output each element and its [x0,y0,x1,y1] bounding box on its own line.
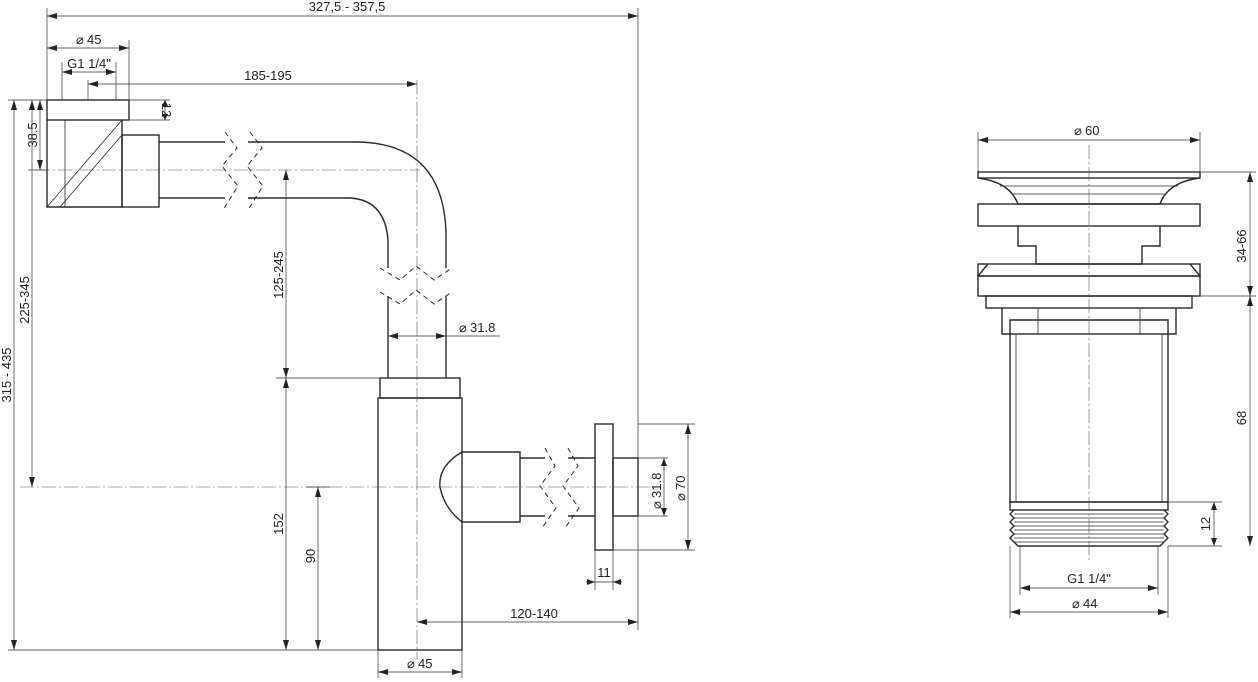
dim-flange-diameter-value: 70 [673,476,688,490]
dim-outlet-height: 90 [303,549,318,563]
drain-dimension-lines [978,137,1253,615]
dim-outlet-pipe-diameter: ⌀ 31.8 [649,473,664,509]
dim-body-diameter-value: 44 [1083,596,1097,611]
vertical-pipe [379,265,453,378]
dim-upper-height: 225-345 [17,276,32,324]
dim-outlet-pipe-diameter-value: 31.8 [649,473,664,498]
dim-trap-height: 152 [271,513,286,535]
dim-horizontal-reach: 185-195 [244,68,292,83]
siphon-side-view: 327,5 - 357,5 ⌀ 45 G1 1/4" 185-195 12 38… [0,0,695,678]
extension-lines [8,8,695,678]
drain-extension-lines [977,132,1256,618]
drain-dimension-labels: ⌀ 60 34-66 68 12 G1 1/4" ⌀ 44 [1067,123,1249,611]
drain-valve-view: ⌀ 60 34-66 68 12 G1 1/4" ⌀ 44 [977,123,1256,618]
dim-flange-diameter: ⌀ 70 [673,476,688,501]
horizontal-pipe [159,131,447,268]
dim-cap-height: 34-66 [1234,229,1249,262]
dimension-labels: 327,5 - 357,5 ⌀ 45 G1 1/4" 185-195 12 38… [0,0,688,671]
dim-elbow-height: 38.5 [25,122,40,147]
dim-outlet-reach: 120-140 [510,606,558,621]
diameter-symbol: ⌀ [459,320,467,335]
diameter-symbol: ⌀ [649,501,664,509]
dim-top-diameter-value: 60 [1085,123,1099,138]
dimension-lines [11,13,691,675]
dim-overall-width: 327,5 - 357,5 [309,0,386,14]
dim-body-diameter: ⌀ 44 [1072,596,1097,611]
dim-nut-height: 12 [159,103,174,117]
diameter-symbol: ⌀ [76,32,84,47]
diameter-symbol: ⌀ [407,656,415,671]
dim-trap-diameter: ⌀ 45 [407,656,432,671]
dim-inlet-diameter: ⌀ 45 [76,32,101,47]
dim-body-height: 68 [1234,411,1249,425]
dim-thread-height: 12 [1198,517,1213,531]
dim-flange-thickness: 11 [597,565,611,580]
dim-total-height: 315 - 435 [0,348,14,403]
diameter-symbol: ⌀ [1072,596,1080,611]
dim-pipe-diameter: ⌀ 31.8 [459,320,495,335]
diameter-symbol: ⌀ [673,493,688,501]
dim-vertical-adjust: 125-245 [271,251,286,299]
dim-thread: G1 1/4" [1067,571,1111,586]
center-lines [20,80,650,660]
dim-top-diameter: ⌀ 60 [1074,123,1099,138]
dim-inlet-thread: G1 1/4" [67,56,111,71]
inlet-elbow [46,99,160,208]
dim-pipe-diameter-value: 31.8 [470,320,495,335]
dim-inlet-diameter-value: 45 [87,32,101,47]
diameter-symbol: ⌀ [1074,123,1082,138]
dim-trap-diameter-value: 45 [418,656,432,671]
